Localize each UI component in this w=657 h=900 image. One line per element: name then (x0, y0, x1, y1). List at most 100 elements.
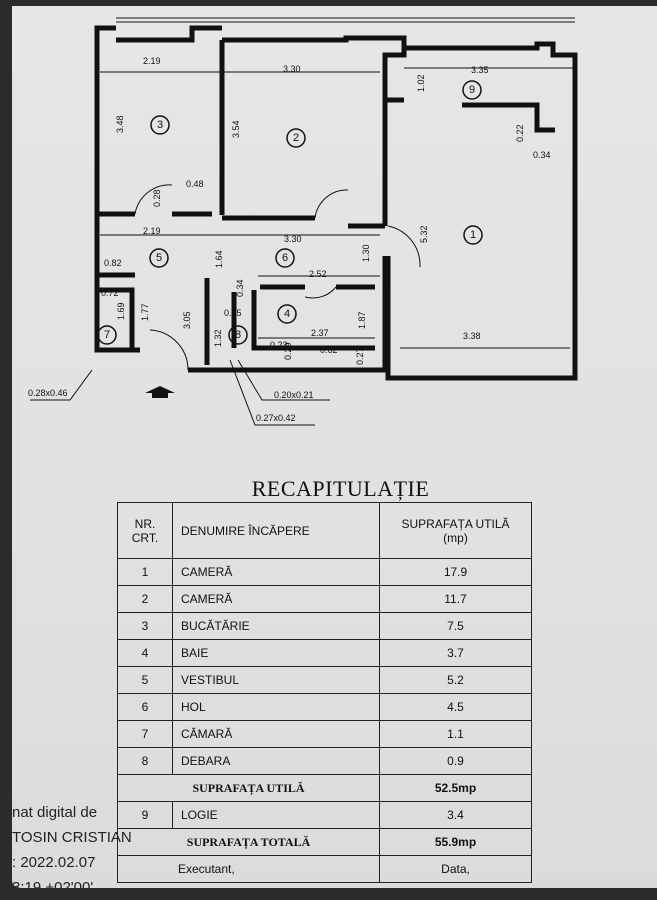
row-area: 11.7 (379, 585, 532, 613)
row-area: 4.5 (379, 693, 532, 721)
row-area: 0.9 (379, 747, 532, 775)
signature-line: : 2022.02.07 (12, 854, 96, 871)
svg-text:0.23: 0.23 (270, 340, 288, 350)
row-area: 17.9 (379, 558, 532, 586)
svg-text:0.22: 0.22 (515, 124, 525, 142)
row-nr: 9 (117, 801, 173, 829)
svg-text:2.19: 2.19 (143, 226, 161, 236)
svg-text:3.54: 3.54 (231, 120, 241, 138)
svg-text:2.52: 2.52 (309, 269, 327, 279)
svg-text:1.77: 1.77 (140, 303, 150, 321)
row-name: BAIE (172, 639, 380, 667)
table-header: NR. CRT. DENUMIRE ÎNCĂPERE SUPRAFAȚA UTI… (117, 502, 532, 559)
row-nr: 3 (117, 612, 173, 640)
wall (260, 97, 404, 290)
svg-text:0.48: 0.48 (186, 179, 204, 189)
row-name: CAMERĂ (172, 558, 380, 586)
room-marker-3: 3 (150, 115, 170, 135)
document-page: 3 2 9 1 5 6 4 8 7 2.19 3.30 3.35 1.02 3.… (12, 6, 657, 888)
svg-text:2.19: 2.19 (143, 56, 161, 66)
row-name: LOGIE (172, 801, 380, 829)
wall (94, 25, 225, 215)
area-summary-table: NR. CRT. DENUMIRE ÎNCĂPERE SUPRAFAȚA UTI… (117, 502, 532, 883)
row-nr: 5 (117, 666, 173, 694)
util-area-label: SUPRAFAȚA UTILĂ (117, 774, 380, 802)
svg-text:4: 4 (284, 308, 290, 320)
row-nr: 7 (117, 720, 173, 748)
row-area: 1.1 (379, 720, 532, 748)
svg-text:1.69: 1.69 (116, 302, 126, 320)
row-area: 7.5 (379, 612, 532, 640)
wall (97, 211, 385, 229)
room-marker-8: 8 (228, 325, 248, 345)
svg-text:0.28: 0.28 (152, 189, 162, 207)
svg-text:1.32: 1.32 (213, 329, 223, 347)
svg-text:1.30: 1.30 (361, 244, 371, 262)
row-nr: 1 (117, 558, 173, 586)
total-area-label: SUPRAFAȚA TOTALĂ (117, 828, 380, 856)
row-nr: 6 (117, 693, 173, 721)
svg-text:3.38: 3.38 (463, 331, 481, 341)
svg-text:0.29: 0.29 (283, 342, 293, 360)
svg-text:3.35: 3.35 (471, 65, 489, 75)
room-marker-9: 9 (462, 80, 482, 100)
room-marker-6: 6 (275, 248, 295, 268)
wall (222, 35, 407, 226)
svg-text:3.30: 3.30 (284, 234, 302, 244)
wall (385, 41, 578, 381)
svg-text:1.64: 1.64 (214, 250, 224, 268)
room-marker-2: 2 (286, 128, 306, 148)
signature-line: TOSIN CRISTIAN (12, 829, 132, 846)
room-marker-1: 1 (463, 225, 483, 245)
svg-text:3.05: 3.05 (182, 311, 192, 329)
dimension-labels: 2.19 3.30 3.35 1.02 3.48 3.54 0.22 0.34 … (28, 56, 551, 423)
wall (204, 278, 375, 365)
row-name: VESTIBUL (172, 666, 380, 694)
svg-text:0.82: 0.82 (104, 258, 122, 268)
svg-text:3.48: 3.48 (115, 115, 125, 133)
svg-text:1: 1 (470, 229, 476, 241)
svg-text:9: 9 (469, 84, 475, 96)
footer-row: Executant,Data, (117, 855, 532, 883)
room-marker-4: 4 (277, 304, 297, 324)
svg-text:0.27x0.42: 0.27x0.42 (256, 413, 296, 423)
header-room-name: DENUMIRE ÎNCĂPERE (172, 502, 380, 559)
svg-text:0.34: 0.34 (533, 150, 551, 160)
svg-text:0.20x0.21: 0.20x0.21 (274, 390, 314, 400)
executant-label: Executant, (117, 855, 380, 883)
svg-text:0.27: 0.27 (355, 347, 365, 365)
svg-text:0.28x0.46: 0.28x0.46 (28, 388, 68, 398)
row-nr: 8 (117, 747, 173, 775)
room-markers: 3 2 9 1 5 6 4 8 7 (97, 80, 483, 345)
svg-text:5: 5 (156, 252, 162, 264)
row-name: BUCĂTĂRIE (172, 612, 380, 640)
svg-text:8: 8 (235, 329, 241, 341)
row-area: 3.4 (379, 801, 532, 829)
svg-text:3: 3 (157, 119, 163, 131)
row-name: DEBARA (172, 747, 380, 775)
svg-text:0.34: 0.34 (235, 279, 245, 297)
room-marker-5: 5 (149, 248, 169, 268)
svg-text:2: 2 (293, 132, 299, 144)
svg-text:3.30: 3.30 (283, 64, 301, 74)
recap-title: RECAPITULAȚIE (251, 476, 430, 501)
svg-text:7: 7 (104, 329, 110, 341)
svg-text:0.62: 0.62 (320, 345, 338, 355)
svg-text:6: 6 (282, 252, 288, 264)
entrance-arrow-icon (145, 386, 175, 398)
svg-text:0.72: 0.72 (101, 288, 119, 298)
util-area-value: 52.5mp (379, 774, 532, 802)
svg-text:5.32: 5.32 (419, 225, 429, 243)
signature-line: 3:19 +02'00' (12, 879, 94, 888)
floor-plan: 3 2 9 1 5 6 4 8 7 2.19 3.30 3.35 1.02 3.… (28, 17, 578, 426)
header-nr: NR. CRT. (117, 502, 173, 559)
row-area: 5.2 (379, 666, 532, 694)
svg-text:2.37: 2.37 (311, 328, 329, 338)
row-area: 3.7 (379, 639, 532, 667)
